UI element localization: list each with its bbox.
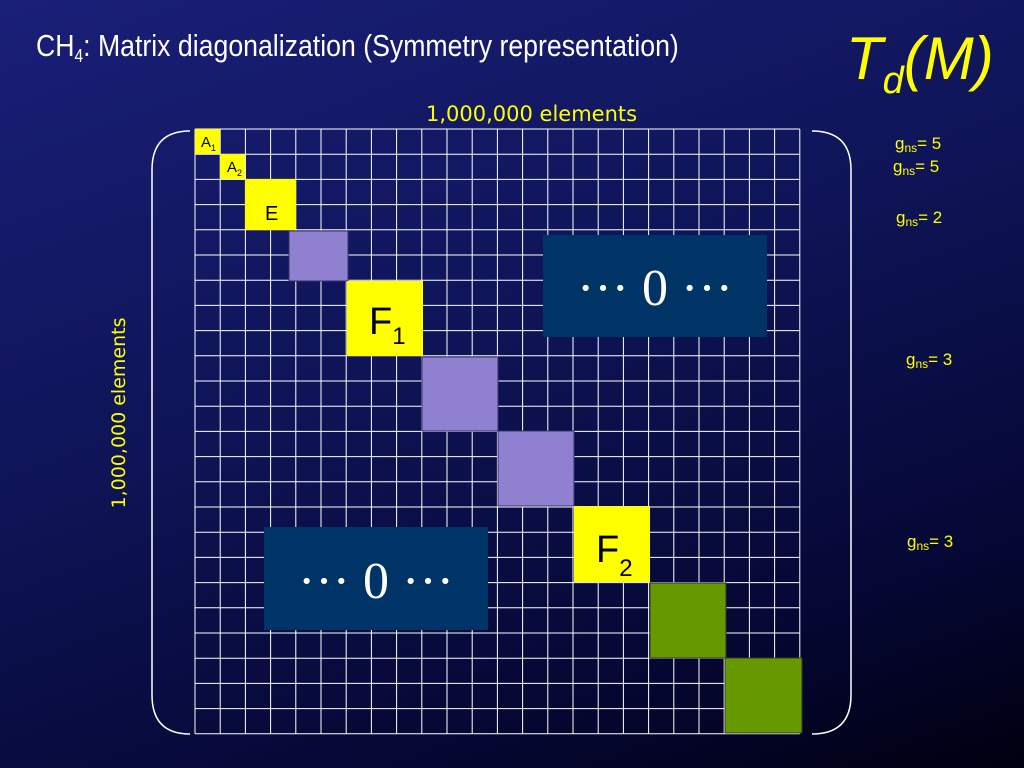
gns-label-e: gns= 2 — [896, 208, 942, 229]
right-matrix-bracket — [811, 130, 852, 735]
zero-box-upper-right — [543, 235, 767, 337]
gns-prefix: g — [895, 134, 905, 153]
gns-value: = 3 — [929, 532, 954, 551]
block-f2-second — [649, 582, 727, 659]
title-prefix: CH — [36, 28, 75, 63]
gns-subscript: ns — [902, 164, 916, 178]
left-matrix-bracket — [151, 130, 191, 735]
gns-subscript: ns — [915, 357, 929, 371]
gns-prefix: g — [906, 350, 916, 369]
slide-title: CH4: Matrix diagonalization (Symmetry re… — [36, 28, 679, 67]
group-main: T — [846, 25, 883, 92]
block-f1-third — [497, 430, 575, 507]
gns-value: = 5 — [917, 134, 942, 153]
block-e-label: E — [265, 203, 278, 225]
gns-subscript: ns — [916, 539, 930, 553]
gns-prefix: g — [896, 208, 906, 227]
zero-box-upper-right-text: ··· 0 ··· — [577, 260, 733, 317]
symmetry-group-label: Td(M) — [846, 24, 994, 103]
group-subscript: d — [882, 60, 904, 102]
block-f1-label: F1 — [369, 301, 406, 350]
block-a1-label: A1 — [201, 134, 216, 153]
block-f1 — [347, 281, 423, 356]
block-f2-third — [724, 657, 803, 734]
group-suffix: (M) — [903, 25, 994, 92]
gns-label-f1: gns= 3 — [906, 350, 952, 371]
gns-label-f2: gns= 3 — [907, 532, 953, 553]
gns-value: = 3 — [928, 350, 953, 369]
block-a2 — [220, 154, 245, 179]
block-diagonal-matrix-diagram: A1 A2 E F1 F2 ··· 0 ··· ··· 0 ··· — [151, 128, 852, 735]
gns-subscript: ns — [904, 141, 918, 155]
title-suffix: : Matrix diagonalization (Symmetry repre… — [83, 28, 679, 63]
block-a2-label: A2 — [227, 159, 242, 178]
title-subscript: 4 — [74, 46, 84, 66]
matrix-row-count-label: 1,000,000 elements — [108, 317, 130, 509]
gns-label-a1: gns= 5 — [895, 134, 941, 155]
zero-box-lower-left-text: ··· 0 ··· — [298, 553, 454, 610]
block-e — [245, 179, 296, 230]
gns-prefix: g — [907, 532, 917, 551]
block-e-second — [288, 230, 349, 282]
gns-prefix: g — [893, 157, 903, 176]
zero-box-lower-left — [264, 527, 488, 630]
gns-value: = 5 — [915, 157, 940, 176]
block-f1-second — [421, 356, 499, 432]
matrix-column-count-label: 1,000,000 elements — [426, 102, 638, 126]
gns-value: = 2 — [918, 208, 943, 227]
block-f2-label: F2 — [596, 529, 633, 582]
block-a1 — [195, 129, 220, 154]
block-f2 — [574, 506, 650, 582]
gns-label-a2: gns= 5 — [893, 157, 939, 178]
gns-subscript: ns — [905, 215, 919, 229]
